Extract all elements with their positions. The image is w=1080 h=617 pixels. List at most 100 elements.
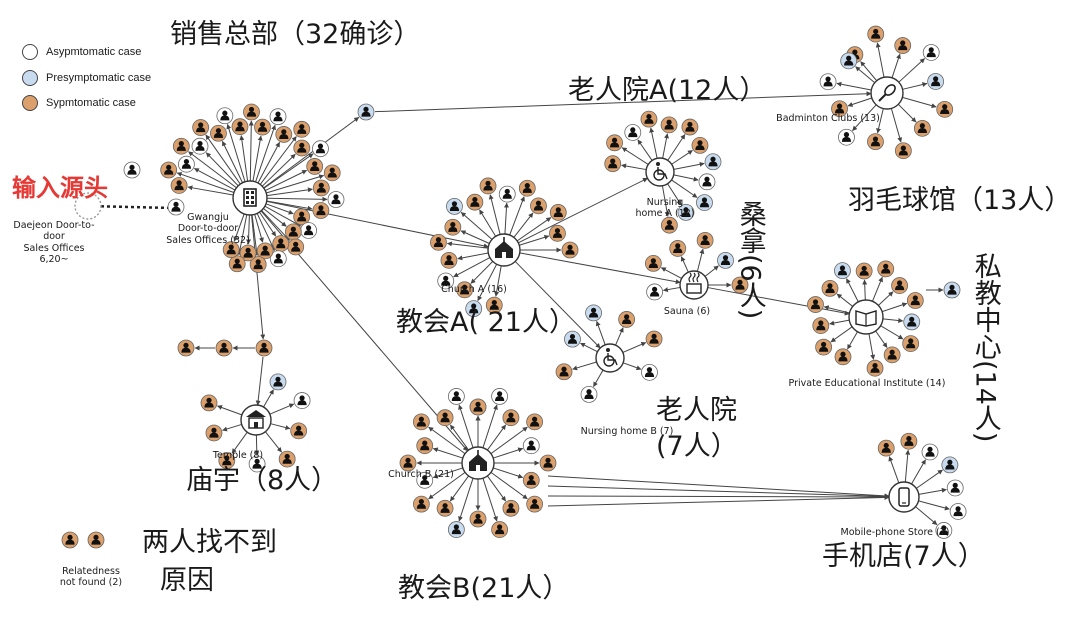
symptomatic-case-icon [731,276,749,294]
transmission-edge [205,152,239,187]
transmission-edge [193,167,236,191]
symptomatic-case-icon [61,531,79,549]
elderly-b-annotation: 老人院 [656,395,737,426]
asymptomatic-case-icon [22,44,38,60]
presymptomatic-case-icon [717,251,734,269]
symptomatic-case-icon [549,204,567,221]
transmission-edge [479,209,497,237]
source-annotation: 输入源头 [12,174,108,202]
symptomatic-case-icon [877,439,895,457]
presymptomatic-case-icon [903,313,921,331]
transmission-edge [251,214,266,340]
symptomatic-case-icon [807,296,824,313]
symptomatic-case-icon [469,398,487,416]
symptomatic-case-icon [466,193,484,211]
symptomatic-case-icon [502,409,520,427]
presymptomatic-case-icon [585,304,602,322]
church-b-annotation: 教会B(21人） [398,573,570,604]
transmission-edge [270,423,291,430]
transmission-edge [846,278,859,303]
transmission-edge [231,431,248,454]
transmission-edge [823,305,850,314]
symptomatic-case-icon [681,118,699,136]
transmission-edge [621,163,647,171]
asymptomatic-case-icon [269,108,287,126]
transmission-edge [233,213,245,242]
transmission-edge [221,140,243,183]
symptomatic-case-icon [430,233,447,251]
nursing-a-label: Nursing home A (12) [635,197,695,220]
symptomatic-case-icon [669,240,687,257]
transmission-edge [918,487,947,495]
transmission-edge [572,361,597,371]
transmission-edge [254,214,264,243]
phone-store-label: Mobile-phone Store (7) [840,527,950,538]
transmission-edge [374,91,872,113]
transmission-edge [251,214,260,257]
transmission-edge [673,174,699,182]
asymptomatic-case-icon [921,443,939,461]
presymptomatic-case-icon [357,103,375,121]
symptomatic-case-icon [539,454,557,472]
asymptomatic-case-icon [167,198,185,216]
transmission-edge [269,403,295,415]
symptomatic-case-icon [485,296,503,314]
symptomatic-case-icon [522,471,540,489]
presymptomatic-case-icon [447,521,465,538]
asymptomatic-case-icon [698,173,716,191]
temple-annotation: 庙宇（8人） [186,465,339,496]
daejeon-label: Daejeon Door-to-door Sales Offices 6,20~ [13,220,95,266]
transmission-edge [621,147,649,165]
symptomatic-case-icon [239,244,257,262]
transmission-edge [671,149,693,165]
sales-annotation: 销售总部（32确诊） [170,19,421,50]
transmission-edge [449,424,469,451]
transmission-edge [428,426,466,454]
asymptomatic-case-icon [522,437,540,455]
transmission-edge [264,205,302,227]
transmission-edge [660,267,682,279]
symptomatic-case-icon [815,338,833,356]
symptomatic-case-icon [555,363,573,381]
legend-presymptomatic: Presymptomatic case [22,70,151,86]
symptomatic-case-icon [306,158,324,175]
symptomatic-case-icon [215,339,233,357]
transmission-edge [263,153,314,189]
transmission-edge [514,261,601,349]
transmission-edge [257,141,281,184]
asymptomatic-case-icon [447,388,465,405]
badminton-icon [870,76,904,110]
transmission-edge [265,169,308,191]
symptomatic-case-icon [293,120,311,138]
symptomatic-case-icon [412,495,430,513]
transmission-edge [904,449,911,483]
elderly-b-count-annotation: (7人） [656,431,738,462]
church-a-annotation: 教会A( 21人） [396,307,576,338]
transmission-edge [662,286,681,293]
presymptomatic-case-icon [927,73,945,90]
symptomatic-case-icon [518,179,536,197]
asymptomatic-case-icon [949,503,967,520]
transmission-edge [255,124,276,183]
transmission-edge [255,356,264,406]
symptomatic-case-icon [469,510,487,528]
symptomatic-case-icon [160,161,178,179]
asymptomatic-case-icon [248,455,266,473]
transmission-edge [547,494,890,500]
symptomatic-case-icon [877,260,895,278]
asymptomatic-case-icon [327,191,345,208]
asymptomatic-case-icon [946,479,964,497]
transmission-edge [915,506,938,526]
symptomatic-case-icon [891,277,909,294]
symptomatic-case-icon [399,454,417,472]
transmission-edge [513,212,534,238]
transmission-edge [878,291,894,306]
transmission-edge [918,500,950,511]
symptomatic-case-icon [243,103,260,121]
symptomatic-case-icon [87,531,105,549]
transmission-edge [265,203,294,215]
transmission-edge [470,261,494,284]
church-icon [461,446,495,480]
transmission-edge [615,327,624,346]
transmission-edge [516,217,552,242]
